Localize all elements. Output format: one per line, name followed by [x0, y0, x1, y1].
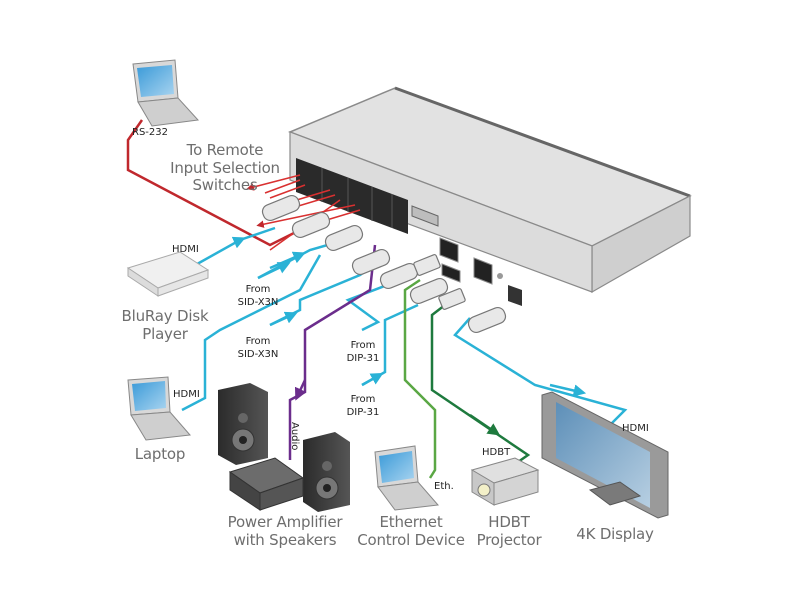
ethernet-laptop-icon — [374, 445, 439, 511]
cable-plugs — [261, 194, 507, 334]
bluray-player-icon — [126, 251, 210, 297]
arrow — [294, 379, 307, 401]
projector-icon — [470, 457, 540, 506]
arrow — [469, 413, 501, 436]
bluray-hdmi-cable — [189, 226, 276, 270]
laptop-label: Laptop — [134, 445, 186, 463]
amplifier-label: Power Amplifier with Speakers — [227, 513, 343, 549]
audio-cable-label: Audio — [289, 422, 300, 451]
rs232-laptop-icon — [132, 59, 200, 127]
ethernet-cable — [403, 278, 437, 479]
amplifier-icon — [228, 457, 305, 511]
source-label-sid-x3n-1: From SID-X3N — [237, 284, 279, 308]
speakers-icon — [218, 383, 350, 512]
source-label-dip-31-1: From DIP-31 — [346, 340, 380, 364]
source-label-sid-x3n-2: From SID-X3N — [237, 336, 279, 360]
display-label: 4K Display — [576, 525, 654, 543]
arrow — [257, 262, 291, 280]
remote-switches-label: To Remote Input Selection Switches — [170, 141, 280, 195]
hdbt-cable — [430, 304, 531, 464]
hdbt-cable-label: HDBT — [482, 447, 511, 458]
display-hdmi-label: HDMI — [622, 423, 649, 434]
bluray-player-label: BluRay Disk Player — [121, 307, 209, 343]
switcher-device — [287, 86, 692, 306]
projector-label: HDBT Projector — [476, 513, 542, 549]
laptop-hdmi-label: HDMI — [173, 389, 200, 400]
rs232-cable-label: RS-232 — [132, 127, 168, 138]
ethernet-cable-label: Eth. — [434, 481, 454, 492]
4k-display-icon — [541, 391, 669, 519]
ethernet-device-label: Ethernet Control Device — [357, 513, 465, 549]
bluray-hdmi-label: HDMI — [172, 244, 199, 255]
display-hdmi-cable — [453, 317, 628, 426]
laptop-icon — [127, 376, 192, 441]
arrow — [361, 372, 384, 387]
arrow — [549, 383, 587, 397]
source-label-dip-31-2: From DIP-31 — [346, 394, 380, 418]
rs232-cable — [126, 119, 301, 247]
audio-cable — [288, 244, 377, 460]
laptop-hdmi-cable — [181, 254, 322, 412]
arrow — [269, 311, 298, 327]
dip-31-cable-1 — [345, 280, 396, 332]
